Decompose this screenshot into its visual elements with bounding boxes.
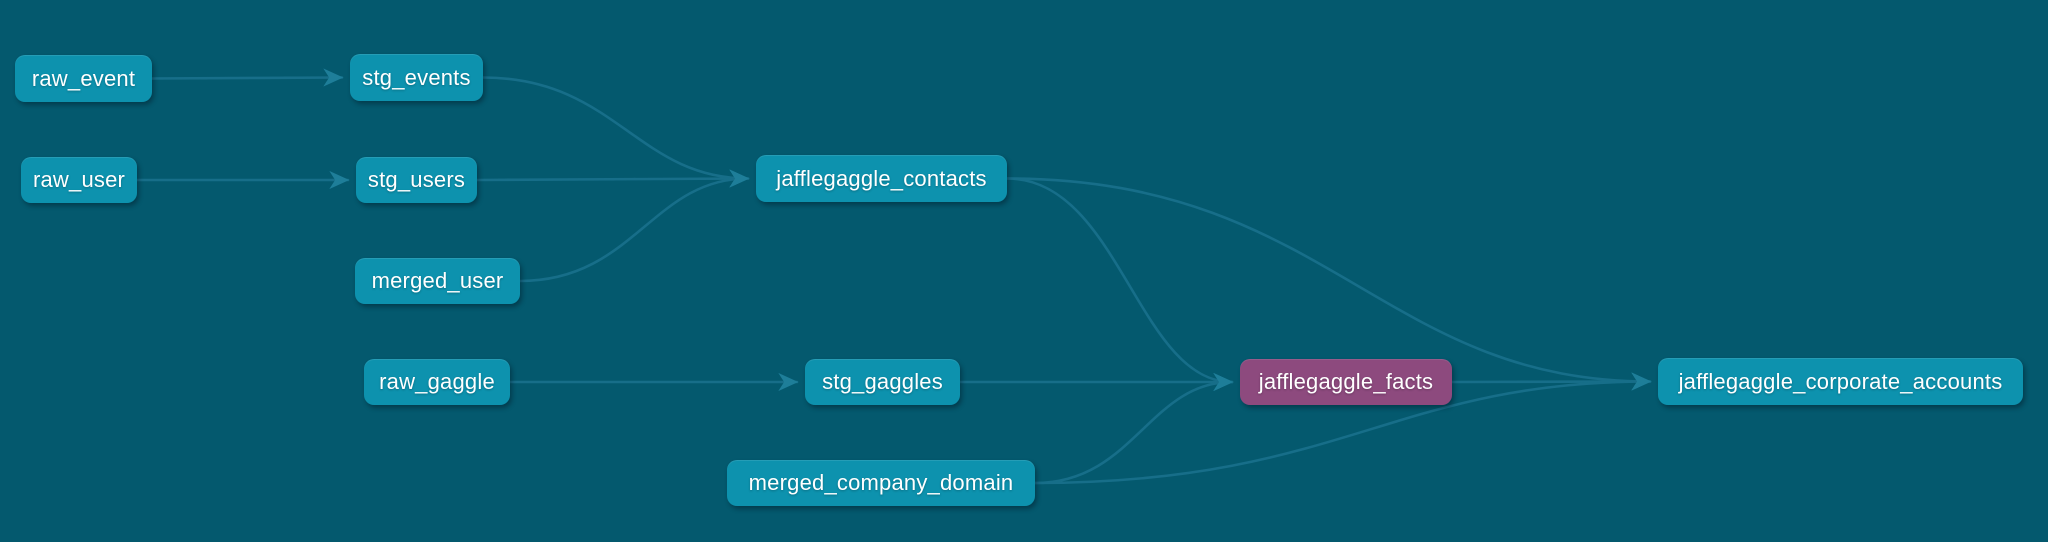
- node-jafflegaggle_contacts[interactable]: jafflegaggle_contacts: [756, 155, 1007, 202]
- node-jafflegaggle_corporate_accounts[interactable]: jafflegaggle_corporate_accounts: [1658, 358, 2023, 405]
- edge-raw_event-to-stg_events: [150, 68, 344, 87]
- node-label: stg_events: [362, 64, 471, 90]
- edge-jafflegaggle_contacts-to-jafflegaggle_corporate_accounts: [1005, 177, 1652, 391]
- edge-merged_company_domain-to-jafflegaggle_corporate_accounts: [1033, 372, 1652, 485]
- node-label: jafflegaggle_facts: [1258, 369, 1434, 394]
- node-merged_company_domain[interactable]: merged_company_domain: [727, 460, 1035, 506]
- edge-jafflegaggle_facts-to-jafflegaggle_corporate_accounts: [1450, 372, 1652, 391]
- edge-stg_users-to-jafflegaggle_contacts: [475, 169, 750, 188]
- node-raw_event[interactable]: raw_event: [15, 55, 152, 102]
- node-label: stg_gaggles: [822, 369, 943, 394]
- node-stg_users[interactable]: stg_users: [356, 157, 477, 203]
- node-label: raw_event: [31, 65, 136, 91]
- node-raw_gaggle[interactable]: raw_gaggle: [364, 359, 510, 405]
- node-label: jafflegaggle_corporate_accounts: [1678, 368, 2003, 394]
- edge-jafflegaggle_contacts-to-jafflegaggle_facts: [1005, 177, 1234, 392]
- node-merged_user[interactable]: merged_user: [355, 258, 520, 304]
- node-label: raw_user: [32, 167, 126, 192]
- node-label: raw_gaggle: [379, 369, 495, 394]
- node-stg_gaggles[interactable]: stg_gaggles: [805, 359, 960, 405]
- edge-merged_company_domain-to-jafflegaggle_facts: [1033, 372, 1234, 485]
- node-label: stg_users: [367, 167, 466, 192]
- node-jafflegaggle_facts[interactable]: jafflegaggle_facts: [1240, 359, 1452, 405]
- node-raw_user[interactable]: raw_user: [21, 157, 137, 203]
- edges-group: [135, 68, 1652, 485]
- node-label: merged_company_domain: [748, 470, 1014, 495]
- edge-merged_user-to-jafflegaggle_contacts: [518, 169, 750, 283]
- node-label: merged_user: [371, 268, 504, 293]
- edge-stg_events-to-jafflegaggle_contacts: [481, 76, 750, 188]
- node-label: jafflegaggle_contacts: [776, 165, 987, 191]
- node-stg_events[interactable]: stg_events: [350, 54, 483, 101]
